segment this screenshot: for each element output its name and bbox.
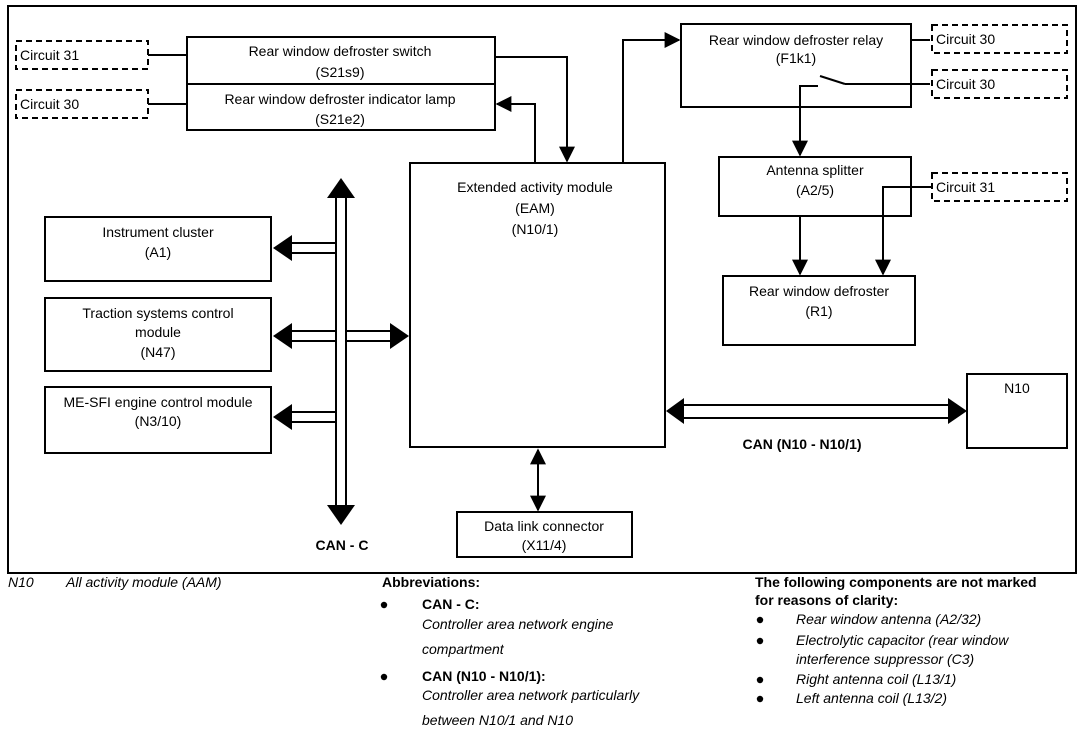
traction-module-box: Traction systems control module (N47) xyxy=(44,297,272,372)
rear-defroster-box: Rear window defroster (R1) xyxy=(722,275,916,346)
circuit-right-middle: Circuit 30 xyxy=(931,69,1068,99)
svg-text:(A1): (A1) xyxy=(145,244,171,260)
indicator-lamp-box: Rear window defroster indicator lamp (S2… xyxy=(186,83,496,131)
svg-text:Instrument cluster: Instrument cluster xyxy=(102,224,214,240)
svg-text:Right antenna coil (L13/1): Right antenna coil (L13/1) xyxy=(796,671,956,687)
diagram-frame xyxy=(7,5,1077,574)
can-c-bus xyxy=(273,178,409,525)
svg-text:compartment: compartment xyxy=(422,641,505,657)
svg-text:ME-SFI engine control module: ME-SFI engine control module xyxy=(63,394,252,410)
me-sfi-module-box: ME-SFI engine control module (N3/10) xyxy=(44,386,272,454)
svg-text:between N10/1 and N10: between N10/1 and N10 xyxy=(422,712,573,728)
svg-text:Circuit 30: Circuit 30 xyxy=(936,76,995,92)
svg-text:(N47): (N47) xyxy=(140,344,175,360)
svg-text:Extended activity module: Extended activity module xyxy=(457,179,613,195)
circuit-left-bottom: Circuit 30 xyxy=(15,89,149,119)
svg-text:Left antenna coil (L13/2): Left antenna coil (L13/2) xyxy=(796,690,947,706)
svg-text:Antenna splitter: Antenna splitter xyxy=(766,162,864,178)
circuit-right-top: Circuit 30 xyxy=(931,24,1068,54)
svg-text:(R1): (R1) xyxy=(805,303,832,319)
bullet-icon xyxy=(380,673,388,681)
svg-text:(X11/4): (X11/4) xyxy=(522,537,567,553)
svg-text:for reasons of clarity:: for reasons of clarity: xyxy=(755,592,898,608)
legend-description: All activity module (AAM) xyxy=(65,574,222,590)
bullet-icon xyxy=(756,676,764,684)
circuit-right-bottom: Circuit 31 xyxy=(931,172,1068,202)
svg-text:Abbreviations:: Abbreviations: xyxy=(382,574,480,590)
svg-text:Rear window defroster switch: Rear window defroster switch xyxy=(249,43,432,59)
instrument-cluster-box: Instrument cluster (A1) xyxy=(44,216,272,282)
svg-text:CAN (N10 - N10/1):: CAN (N10 - N10/1): xyxy=(422,668,546,684)
svg-text:(S21e2): (S21e2) xyxy=(315,111,365,127)
svg-text:Circuit 31: Circuit 31 xyxy=(20,47,79,63)
svg-text:The following components are n: The following components are not marked xyxy=(755,574,1037,590)
svg-text:N10: N10 xyxy=(1004,380,1030,396)
svg-text:Traction systems control: Traction systems control xyxy=(82,305,233,321)
unmarked-components-section: The following components are not marked … xyxy=(755,574,1037,706)
svg-text:(EAM): (EAM) xyxy=(515,200,555,216)
circuit-left-top: Circuit 31 xyxy=(15,40,149,70)
svg-text:(A2/5): (A2/5) xyxy=(796,182,834,198)
svg-text:Rear window antenna (A2/32): Rear window antenna (A2/32) xyxy=(796,611,981,627)
svg-text:Electrolytic capacitor (rear w: Electrolytic capacitor (rear window xyxy=(796,632,1009,648)
bullet-icon xyxy=(756,616,764,624)
svg-text:Circuit 30: Circuit 30 xyxy=(20,96,79,112)
svg-text:(N10/1): (N10/1) xyxy=(512,221,559,237)
bullet-icon xyxy=(756,637,764,645)
bullet-icon xyxy=(380,601,388,609)
abbreviations-section: Abbreviations: CAN - C: Controller area … xyxy=(380,574,640,728)
relay-box: Rear window defroster relay (F1k1) xyxy=(680,23,912,108)
defroster-switch-box: Rear window defroster switch (S21s9) xyxy=(186,36,496,85)
svg-text:Controller area network partic: Controller area network particularly xyxy=(422,687,640,703)
can-n10-label: CAN (N10 - N10/1) xyxy=(742,436,861,452)
svg-text:(S21s9): (S21s9) xyxy=(315,64,364,80)
can-n10-bus xyxy=(666,398,967,424)
bullet-icon xyxy=(756,695,764,703)
svg-text:Rear window defroster: Rear window defroster xyxy=(749,283,889,299)
svg-text:CAN - C:: CAN - C: xyxy=(422,596,480,612)
svg-text:(N3/10): (N3/10) xyxy=(135,413,182,429)
svg-text:Rear window defroster indicato: Rear window defroster indicator lamp xyxy=(224,91,455,107)
svg-text:Rear window defroster relay: Rear window defroster relay xyxy=(709,32,883,48)
eam-box: Extended activity module (EAM) (N10/1) xyxy=(409,162,666,448)
svg-text:module: module xyxy=(135,324,181,340)
svg-text:Controller area network engine: Controller area network engine xyxy=(422,616,614,632)
svg-text:interference suppressor (C3): interference suppressor (C3) xyxy=(796,651,974,667)
svg-text:(F1k1): (F1k1) xyxy=(776,50,816,66)
can-c-label: CAN - C xyxy=(316,537,369,553)
data-link-connector-box: Data link connector (X11/4) xyxy=(456,511,633,558)
legend-code: N10 xyxy=(8,574,34,590)
svg-text:Data link connector: Data link connector xyxy=(484,518,604,534)
n10-box: N10 xyxy=(966,373,1068,449)
svg-text:Circuit 31: Circuit 31 xyxy=(936,179,995,195)
svg-text:Circuit 30: Circuit 30 xyxy=(936,31,995,47)
